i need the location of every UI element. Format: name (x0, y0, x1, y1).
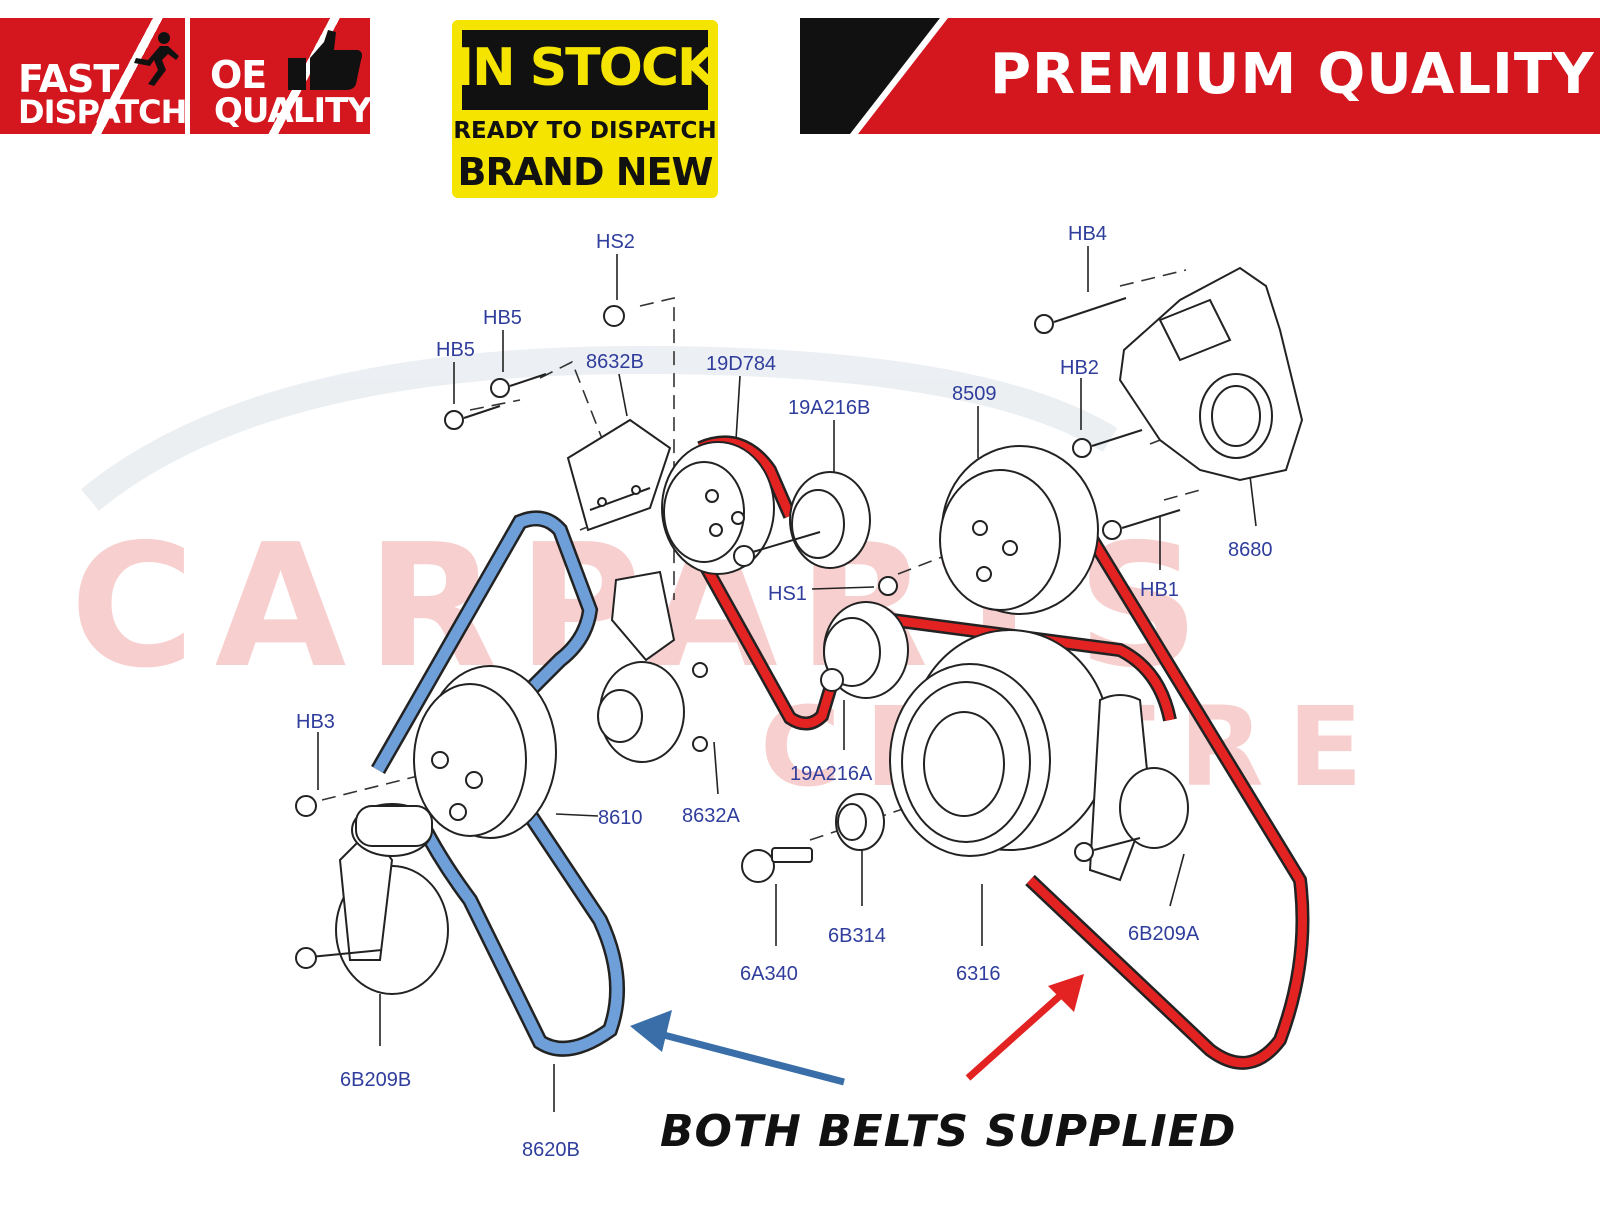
both-belts-caption: BOTH BELTS SUPPLIED (660, 1106, 1237, 1157)
idler-19a216b (733, 471, 871, 569)
label-hs2: HS2 (596, 231, 635, 253)
label-hs1: HS1 (768, 583, 807, 605)
label-hb5-lower: HB5 (436, 339, 475, 361)
in-stock-badge: IN STOCK READY TO DISPATCH BRAND NEW (452, 20, 718, 198)
bracket-8632b (566, 418, 672, 532)
in-stock-header (462, 30, 708, 110)
label-hb1: HB1 (1140, 579, 1179, 601)
fast-dispatch-line1: FAST (18, 57, 119, 101)
fast-dispatch-line2: DISPATCH (18, 93, 187, 131)
label-8632a: 8632A (682, 805, 740, 827)
bolt-hb3 (295, 795, 317, 817)
idler-19a216a (820, 601, 909, 699)
pulley-8509 (939, 445, 1099, 615)
label-6b209a: 6B209A (1128, 923, 1200, 945)
oe-quality-line1: OE (210, 53, 267, 97)
label-6b314: 6B314 (828, 925, 886, 947)
spacer-6b314 (835, 793, 885, 851)
runner-icon (134, 32, 179, 86)
label-6b209b: 6B209B (340, 1069, 411, 1091)
label-hb3: HB3 (296, 711, 335, 733)
label-6316: 6316 (956, 963, 1001, 985)
leader-lines (317, 246, 1257, 1112)
label-hb5-upper: HB5 (483, 307, 522, 329)
tensioner-6b209a (1074, 694, 1189, 882)
thumbs-up-icon (288, 30, 362, 90)
bracket-8680 (1118, 266, 1304, 482)
label-hb2: HB2 (1060, 357, 1099, 379)
label-19a216b: 19A216B (788, 397, 870, 419)
bolt-6a340 (741, 847, 813, 883)
label-hb4: HB4 (1068, 223, 1107, 245)
label-8680: 8680 (1228, 539, 1273, 561)
oe-quality-line2: QUALITY (214, 91, 372, 131)
belt-8620b (371, 510, 626, 1057)
in-stock-title: IN STOCK (454, 38, 718, 98)
tensioner-8632a (597, 570, 708, 763)
small-bolts (444, 297, 1181, 596)
tensioner-6b209b (295, 803, 449, 995)
brand-new-text: BRAND NEW (457, 150, 714, 194)
label-8610: 8610 (598, 807, 643, 829)
blue-arrow (630, 1010, 845, 1086)
premium-quality-banner (800, 18, 1600, 134)
label-6a340: 6A340 (740, 963, 798, 985)
crank-pulley-6316 (889, 629, 1111, 857)
ready-to-dispatch-text: READY TO DISPATCH (453, 118, 717, 144)
label-8632b: 8632B (586, 351, 644, 373)
pulley-19d784 (661, 441, 775, 575)
red-arrow (965, 974, 1084, 1081)
label-19d784: 19D784 (706, 353, 776, 375)
pulley-8610 (413, 665, 557, 839)
label-8620b: 8620B (522, 1139, 580, 1161)
premium-quality-text: PREMIUM QUALITY (990, 42, 1595, 107)
label-19a216a: 19A216A (790, 763, 873, 785)
label-8509: 8509 (952, 383, 997, 405)
